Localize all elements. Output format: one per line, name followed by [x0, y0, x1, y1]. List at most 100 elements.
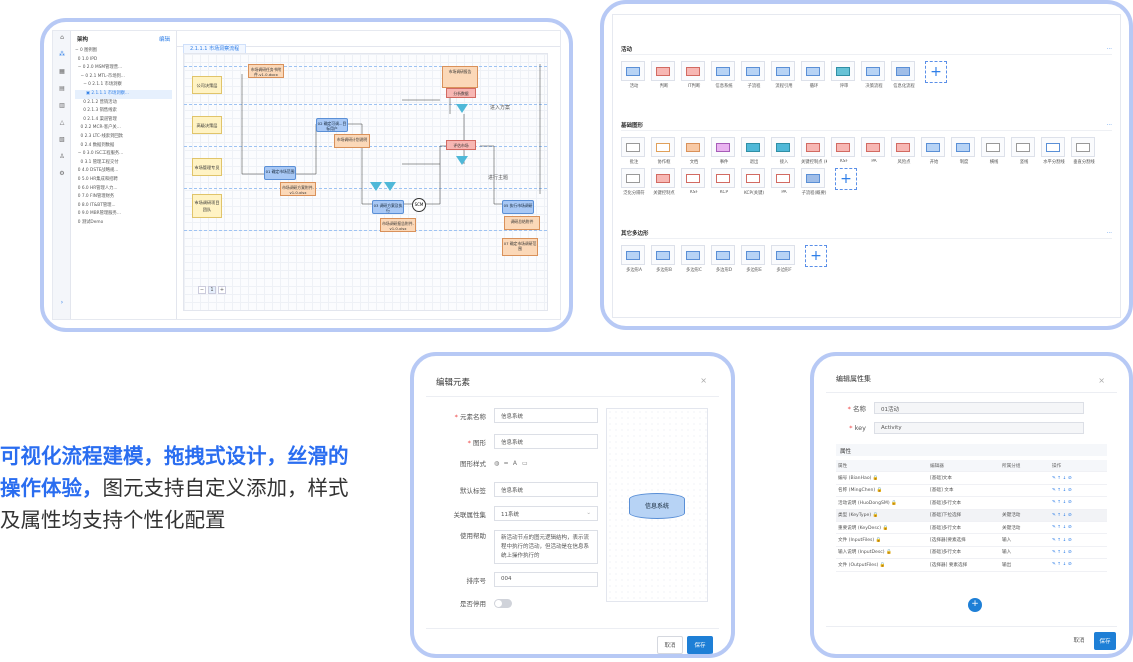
line-icon[interactable]: ═: [504, 459, 508, 467]
tree-edit-button[interactable]: 编辑: [158, 37, 170, 43]
add-shape-button[interactable]: +: [835, 168, 857, 190]
palette-shape[interactable]: 多边形F: [771, 245, 797, 273]
lane-label[interactable]: 公司决策层: [192, 76, 222, 94]
tree-item[interactable]: 0 2.3 LTC-线索到回款: [75, 133, 123, 139]
palette-shape[interactable]: 事件: [711, 137, 737, 165]
table-row[interactable]: 名称 (MingChen) 🔒[基础] 文本✎ ↑ ↓ ⊘: [836, 485, 1107, 498]
lane-label[interactable]: 市场调研项目团队: [192, 194, 222, 218]
tree-item[interactable]: 0 4.0 DSTE战略规...: [75, 168, 119, 174]
save-button[interactable]: 保存: [687, 636, 713, 654]
org-icon[interactable]: ⁂: [59, 51, 65, 58]
tree-item[interactable]: − 0 2.1.1 市场洞察: [75, 82, 122, 88]
palette-shape[interactable]: 决策流程: [861, 61, 887, 89]
palette-shape[interactable]: PA: [771, 168, 797, 196]
row-actions[interactable]: ✎ ↑ ↓ ⊘: [1052, 512, 1072, 518]
palette-shape[interactable]: 多边形C: [681, 245, 707, 273]
palette-shape[interactable]: KCP: [711, 168, 737, 196]
activity-node[interactable]: 01 确定市场范围: [264, 166, 296, 180]
tree-item[interactable]: 0 7.0 FIN管理财务: [75, 194, 115, 200]
activity-node[interactable]: 03 调研方案及执行: [372, 200, 404, 214]
disable-toggle[interactable]: [494, 598, 512, 608]
tree-item[interactable]: 0 2.1.2 营销活动: [75, 99, 117, 105]
palette-shape[interactable]: 协作框: [651, 137, 677, 165]
document-node[interactable]: 市场调研任务书附件-v1.0.docx: [248, 64, 284, 78]
palette-shape[interactable]: PA: [861, 137, 887, 165]
table-row[interactable]: 类型 (KeyType) 🔒[基础]下拉选择关键活动✎ ↑ ↓ ⊘: [836, 509, 1107, 522]
tree-item[interactable]: − 0 图例图: [75, 48, 97, 53]
name-input[interactable]: 信息系统: [494, 408, 598, 423]
border-icon[interactable]: ▭: [521, 459, 528, 467]
add-row-button[interactable]: +: [968, 598, 982, 612]
decision-node[interactable]: 分析数据: [446, 88, 476, 98]
palette-shape[interactable]: IT判断: [681, 61, 707, 89]
interface-node[interactable]: [370, 182, 382, 191]
row-actions[interactable]: ✎ ↑ ↓ ⊘: [1052, 487, 1072, 493]
palette-shape[interactable]: 子流程: [741, 61, 767, 89]
font-icon[interactable]: A: [512, 459, 517, 467]
zoom-out-button[interactable]: −: [198, 286, 206, 294]
tree-item[interactable]: 0 6.0 HR管理人力...: [75, 185, 118, 191]
palette-shape[interactable]: 信息化流程: [891, 61, 917, 89]
palette-shape[interactable]: KSF: [831, 137, 857, 165]
palette-shape[interactable]: 信息系统: [711, 61, 737, 89]
palette-shape[interactable]: 风险点: [891, 137, 917, 165]
palette-shape[interactable]: 多边形B: [651, 245, 677, 273]
tree-item[interactable]: ▣ 2.1.1.1 市场洞察...: [75, 89, 172, 99]
palette-shape[interactable]: 活动: [621, 61, 647, 89]
document-node[interactable]: 市场调研报告附件-v1.0.xlsx: [380, 218, 416, 232]
table-row[interactable]: 活动说明 (HuoDongSM) 🔒[基础]多行文本✎ ↑ ↓ ⊘: [836, 497, 1107, 510]
close-icon[interactable]: ×: [1098, 376, 1105, 385]
tree-item[interactable]: − 0 2.0 MSM管理营...: [75, 65, 123, 71]
tree-item[interactable]: 0 8.0 IT&BT管理...: [75, 202, 116, 208]
fill-icon[interactable]: ◍: [494, 459, 500, 467]
tree-item[interactable]: 0 9.0 MBR管理服务...: [75, 211, 121, 217]
key-input[interactable]: Activity: [874, 422, 1084, 434]
row-actions[interactable]: ✎ ↑ ↓ ⊘: [1052, 549, 1072, 555]
document-node[interactable]: 市场调研报告: [442, 66, 478, 88]
palette-shape[interactable]: 关键控制点 (KCP): [801, 137, 827, 165]
palette-shape[interactable]: 循环: [801, 61, 827, 89]
settings-icon[interactable]: ⚙: [59, 170, 65, 177]
tree-item[interactable]: 0 2.1.3 销售线索: [75, 108, 117, 114]
document-node[interactable]: 07 确定市场调研范围: [502, 238, 538, 256]
table-row[interactable]: 文件 (InputFiles) 🔒[选择器]要素选择输入✎ ↑ ↓ ⊘: [836, 534, 1107, 547]
tree-item[interactable]: 0 测试Demo: [75, 219, 104, 225]
table-row[interactable]: 文件 (OutputFiles) 🔒[选择器] 要素选择输出✎ ↑ ↓ ⊘: [836, 559, 1107, 572]
chart-icon[interactable]: ▧: [59, 136, 65, 143]
tag-input[interactable]: 信息系统: [494, 482, 598, 497]
tree-item[interactable]: 0 5.0 HR集成和招聘: [75, 176, 118, 182]
palette-shape[interactable]: 开始: [921, 137, 947, 165]
palette-shape[interactable]: 多边形E: [741, 245, 767, 273]
more-icon[interactable]: …: [1106, 121, 1113, 127]
users-icon[interactable]: ♙: [59, 153, 65, 160]
diagram-canvas[interactable]: 公司决策层 高级决策层 市场管理专员 市场调研项目团队 市场调研任务书附件-v1…: [183, 53, 548, 311]
cancel-button[interactable]: 取消: [657, 636, 683, 654]
doc-icon[interactable]: ▤: [59, 85, 65, 92]
palette-shape[interactable]: 制度: [951, 137, 977, 165]
tree-item[interactable]: 0 2.4 数据到数据: [75, 142, 115, 148]
document-node[interactable]: 市场调研方案附件-v1.0.xlsx: [280, 182, 316, 196]
row-actions[interactable]: ✎ ↑ ↓ ⊘: [1052, 500, 1072, 506]
tree-item[interactable]: − 0 3.0 ISC工程服务...: [75, 151, 124, 157]
palette-shape[interactable]: 批注: [621, 137, 647, 165]
close-icon[interactable]: ×: [700, 376, 707, 385]
tree-item[interactable]: − 0 2.1 MTL-市场到...: [75, 73, 125, 79]
zoom-in-button[interactable]: +: [218, 286, 226, 294]
save-button[interactable]: 保存: [1094, 632, 1116, 650]
cancel-button[interactable]: 取消: [1066, 632, 1092, 648]
row-actions[interactable]: ✎ ↑ ↓ ⊘: [1052, 562, 1072, 568]
tab-process[interactable]: 2.1.1.1 市场洞察流程: [183, 44, 247, 54]
order-input[interactable]: 004: [494, 572, 598, 587]
activity-node[interactable]: 05 执行市场调研: [502, 200, 534, 214]
palette-shape[interactable]: 关键控制点: [651, 168, 677, 196]
grid-icon[interactable]: ▦: [59, 68, 65, 75]
tree-item[interactable]: 0 2.1.4 渠道管理: [75, 116, 117, 122]
lane-label[interactable]: 市场管理专员: [192, 158, 222, 176]
palette-shape[interactable]: 水平分割线: [1041, 137, 1067, 165]
activity-node[interactable]: 02 确定可调...目标用户: [316, 118, 348, 132]
row-actions[interactable]: ✎ ↑ ↓ ⊘: [1052, 537, 1072, 543]
palette-shape[interactable]: 泛化分隔符: [621, 168, 647, 196]
home-icon[interactable]: ⌂: [60, 34, 64, 41]
table-icon[interactable]: ▥: [59, 102, 65, 109]
interface-node[interactable]: [456, 104, 468, 113]
